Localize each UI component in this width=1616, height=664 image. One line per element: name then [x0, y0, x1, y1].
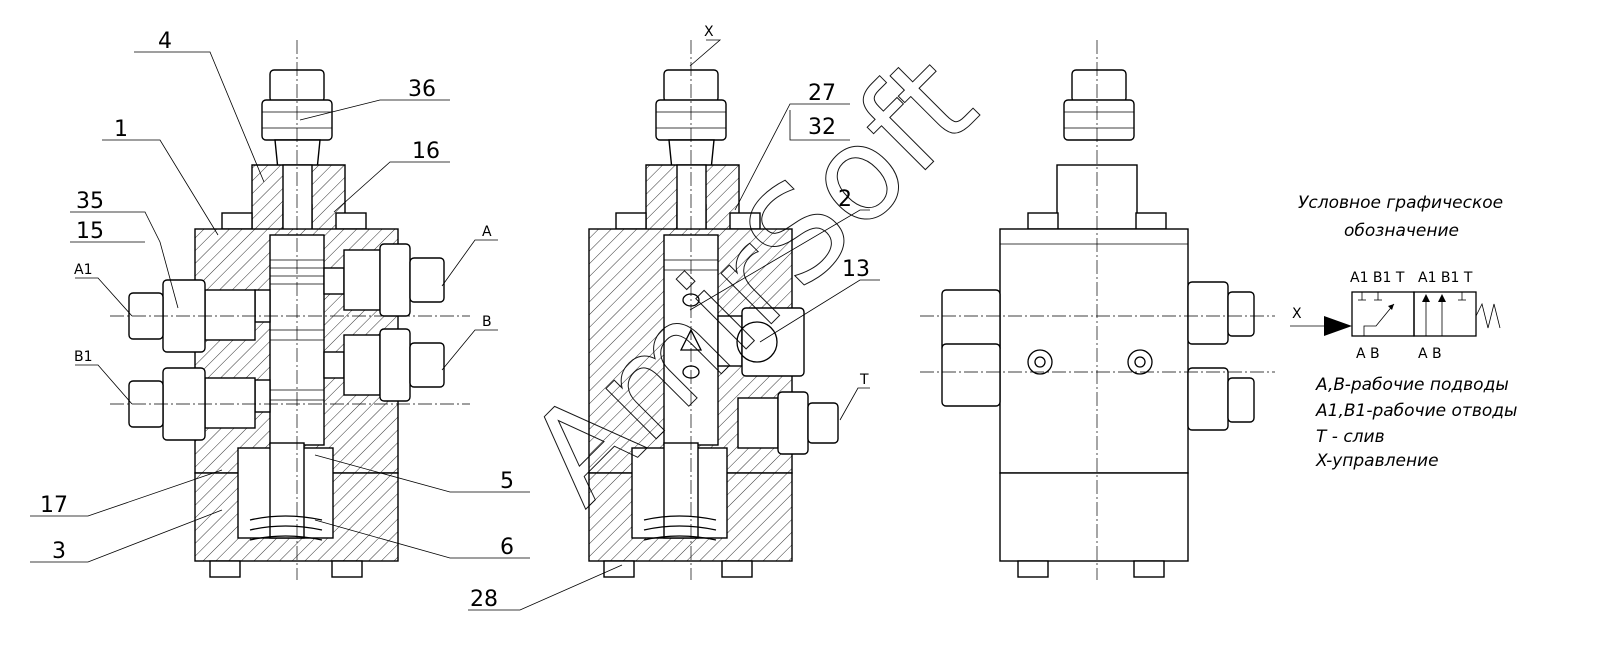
symbol-box-left	[1351, 291, 1415, 337]
callout-36: 36	[408, 77, 436, 102]
callout-A1: A1	[74, 262, 92, 278]
callout-17: 17	[40, 493, 68, 518]
section-view-left	[110, 40, 470, 580]
legend-line-2: A1,B1-рабочие отводы	[1315, 401, 1517, 421]
symbol-title-line2: обозначение	[1344, 221, 1459, 241]
symbol-ports-bottom-right: A B	[1418, 346, 1442, 362]
callout-5: 5	[500, 469, 514, 494]
fitting-A	[343, 243, 445, 317]
callout-15: 15	[76, 219, 104, 244]
symbol-ports-bottom-left: A B	[1356, 346, 1380, 362]
callout-28: 28	[470, 587, 498, 612]
callout-27: 27	[808, 81, 836, 106]
symbol-ports-top-left: A1 B1 T	[1350, 270, 1405, 286]
callout-labels: 4 36 1 16 35 15 A1 B1 A B 17 3 5 6 X 27 …	[40, 24, 870, 612]
callout-4: 4	[158, 29, 172, 54]
legend-line-4: X-управление	[1315, 451, 1439, 471]
callout-A: A	[482, 224, 492, 240]
callout-16: 16	[412, 139, 440, 164]
callout-B1: B1	[74, 349, 93, 365]
callout-2: 2	[838, 187, 852, 212]
callout-1: 1	[114, 117, 128, 142]
callout-T: T	[859, 372, 869, 388]
leader-lines	[30, 39, 880, 611]
legend-line-3: T - слив	[1316, 427, 1385, 447]
callout-13: 13	[842, 257, 870, 282]
fitting-13	[717, 307, 805, 377]
symbol-ports-top-right: A1 B1 T	[1418, 270, 1473, 286]
hydraulic-symbol: Условное графическое обозначение A1 B1 T…	[1290, 193, 1517, 471]
callout-6: 6	[500, 535, 514, 560]
symbol-title-line1: Условное графическое	[1298, 193, 1503, 213]
fitting-T	[737, 391, 839, 455]
callout-B: B	[482, 314, 492, 330]
legend-line-1: A,B-рабочие подводы	[1315, 375, 1509, 395]
symbol-control-port: X	[1292, 306, 1302, 322]
callout-X: X	[704, 24, 714, 40]
exterior-view-right	[920, 40, 1275, 580]
callout-3: 3	[52, 539, 66, 564]
fitting-B	[343, 328, 445, 402]
symbol-box-right	[1413, 291, 1477, 337]
callout-32: 32	[808, 115, 836, 140]
callout-35: 35	[76, 189, 104, 214]
